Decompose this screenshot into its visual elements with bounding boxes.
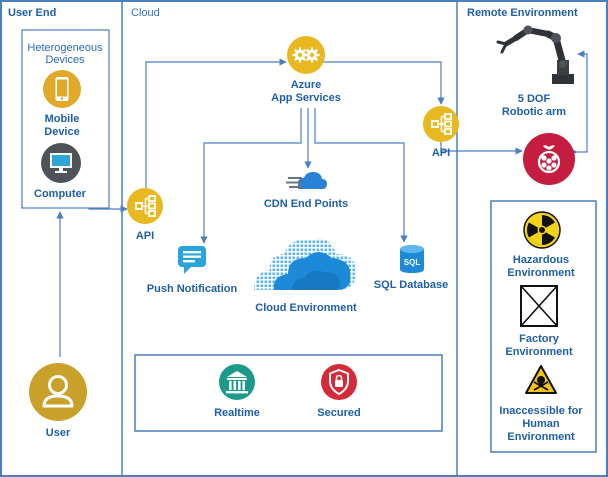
toxic-warning-icon (525, 365, 557, 394)
factory-image-placeholder-icon (520, 285, 558, 327)
sql-database-icon: SQL (400, 245, 424, 273)
azure-label-1: Azure (290, 79, 322, 91)
devices-title-line2: Devices (45, 54, 85, 66)
secured-shield-icon (321, 364, 357, 400)
factory-label-2: Environment (505, 346, 573, 358)
push-notification-icon (178, 246, 206, 274)
hazardous-label-2: Environment (507, 267, 575, 279)
cdn-label: CDN End Points (263, 198, 349, 210)
factory-label-1: Factory (519, 333, 559, 345)
radiation-hazard-icon (523, 211, 561, 249)
user-avatar-icon (29, 363, 87, 421)
devices-box (21, 29, 110, 209)
mobile-device-label-1: Mobile (44, 113, 80, 125)
computer-label: Computer (34, 188, 86, 200)
realtime-bank-icon (219, 364, 255, 400)
inaccessible-label-1: Inaccessible for (499, 405, 583, 417)
features-box (134, 354, 443, 432)
secured-label: Secured (317, 407, 361, 419)
sql-database-label: SQL Database (373, 279, 449, 291)
mobile-device-label-2: Device (44, 126, 80, 138)
section-header-user-end: User End (8, 7, 57, 19)
remote-api-icon (423, 106, 459, 142)
hazardous-label-1: Hazardous (512, 254, 570, 266)
api-icon (127, 188, 163, 224)
remote-api-label: API (431, 147, 451, 159)
api-label: API (135, 230, 155, 242)
azure-to-push-arrow (200, 108, 302, 244)
robotic-arm-label-2: Robotic arm (501, 106, 567, 118)
computer-icon (41, 143, 81, 183)
api-to-raspberry-arrow (440, 141, 523, 155)
raspberry-pi-icon (523, 133, 575, 185)
gears-icon (287, 36, 325, 74)
devices-to-api-arrow (88, 205, 128, 213)
section-header-cloud: Cloud (131, 7, 160, 19)
section-header-remote: Remote Environment (467, 7, 578, 19)
raspberry-robot-arrow (570, 50, 588, 156)
azure-label-2: App Services (271, 92, 341, 104)
robotic-arm-label-1: 5 DOF (517, 93, 551, 105)
mobile-device-icon (43, 70, 81, 108)
realtime-label: Realtime (214, 407, 260, 419)
cloud-environment-icon (254, 238, 356, 290)
cdn-cloud-icon (286, 172, 327, 189)
azure-to-sql-arrow (314, 108, 408, 243)
user-label: User (45, 427, 71, 439)
push-notification-label: Push Notification (146, 283, 238, 295)
robotic-arm-icon (496, 25, 574, 84)
sql-badge-text: SQL (404, 258, 421, 267)
api-to-azure-arrow (145, 58, 287, 188)
inaccessible-label-2: Human (522, 418, 560, 430)
cloud-environment-label: Cloud Environment (255, 302, 357, 314)
devices-title-line1: Heterogeneous (27, 42, 103, 54)
inaccessible-label-3: Environment (507, 431, 575, 443)
remote-env-box (490, 200, 597, 453)
azure-to-remote-api-arrow (323, 61, 445, 105)
